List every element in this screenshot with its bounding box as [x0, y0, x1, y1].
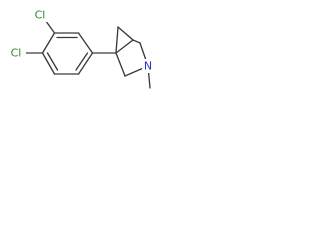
nitrogen-label: N	[144, 60, 152, 73]
bond-ring-4	[41, 52, 56, 75]
bond-pyrrolidine-4	[132, 39, 141, 44]
atom-label-layer: Cl Cl N	[6, 8, 154, 73]
bond-cyclopropane-1	[115, 26, 119, 54]
bond-cyclopropane-2	[117, 26, 134, 41]
bond-layer	[22, 16, 151, 89]
bond-ring-1	[77, 32, 94, 54]
nitrogen-backdrop	[142, 59, 154, 73]
bond-ring-3	[41, 32, 56, 54]
structure-diagram: Cl Cl N	[6, 8, 154, 89]
chlorine-top-backdrop	[31, 8, 51, 22]
bond-cyclopropane-3	[115, 39, 134, 54]
chlorine-top-label: Cl	[35, 9, 46, 22]
chlorine-bottom-backdrop	[6, 46, 26, 60]
bond-ring-6	[77, 52, 94, 75]
bond-ring-double-3	[75, 52, 89, 71]
chlorine-bottom-label: Cl	[11, 47, 22, 60]
bond-ring-double-2	[46, 52, 59, 71]
bond-pyrrolidine-1	[115, 52, 126, 77]
